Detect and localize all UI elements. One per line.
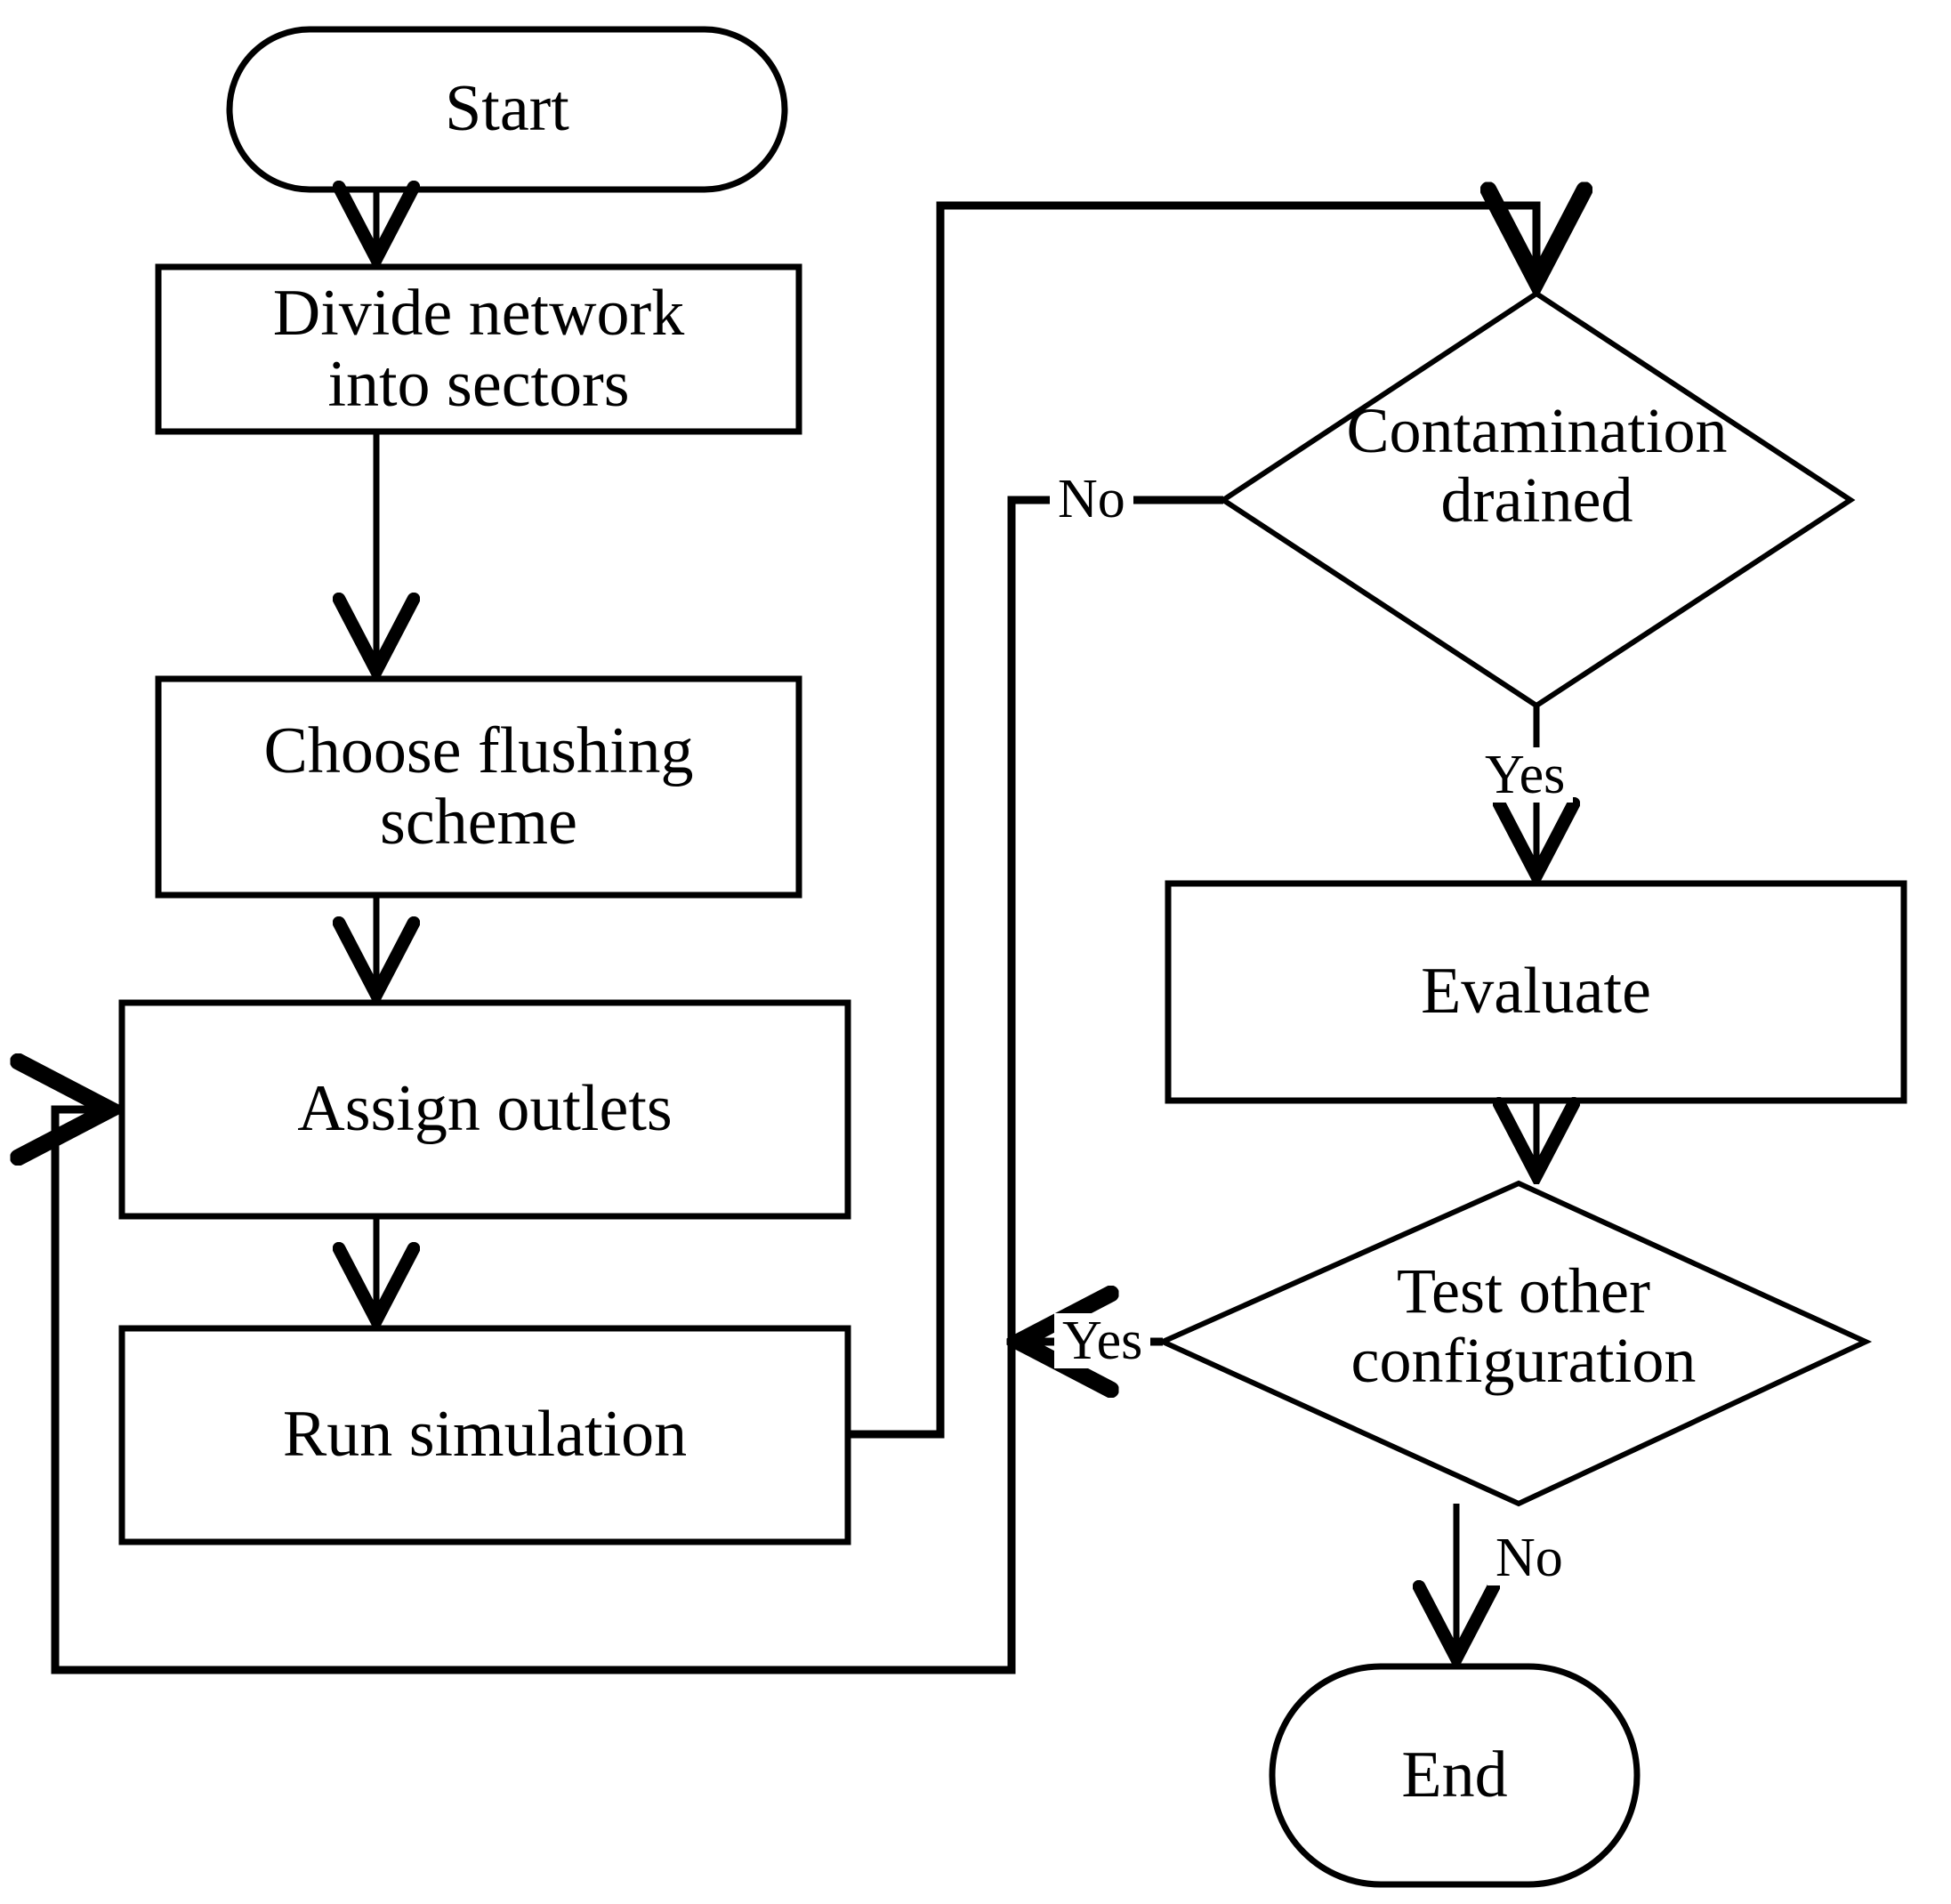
node-shape-evaluate (1165, 880, 1907, 1104)
node-shape-drained (1218, 290, 1856, 709)
node-shape-scheme (155, 675, 802, 899)
node-shape-simulate (118, 1325, 851, 1545)
edge-drained-no-outlets (55, 496, 1223, 1674)
edge-label-drained-yes: Yes (1477, 747, 1574, 803)
node-shape-testcfg (1156, 1180, 1873, 1507)
node-shape-end (1269, 1663, 1641, 1888)
node-shape-start (226, 26, 788, 193)
edge-label-testcfg-no: No (1487, 1530, 1571, 1585)
edge-label-drained-no: No (1050, 472, 1133, 527)
edge-label-testcfg-yes: Yes (1054, 1313, 1151, 1368)
node-shape-outlets (118, 999, 851, 1220)
node-shape-divide (155, 263, 802, 435)
edge-simulate-drained (848, 206, 1536, 1439)
